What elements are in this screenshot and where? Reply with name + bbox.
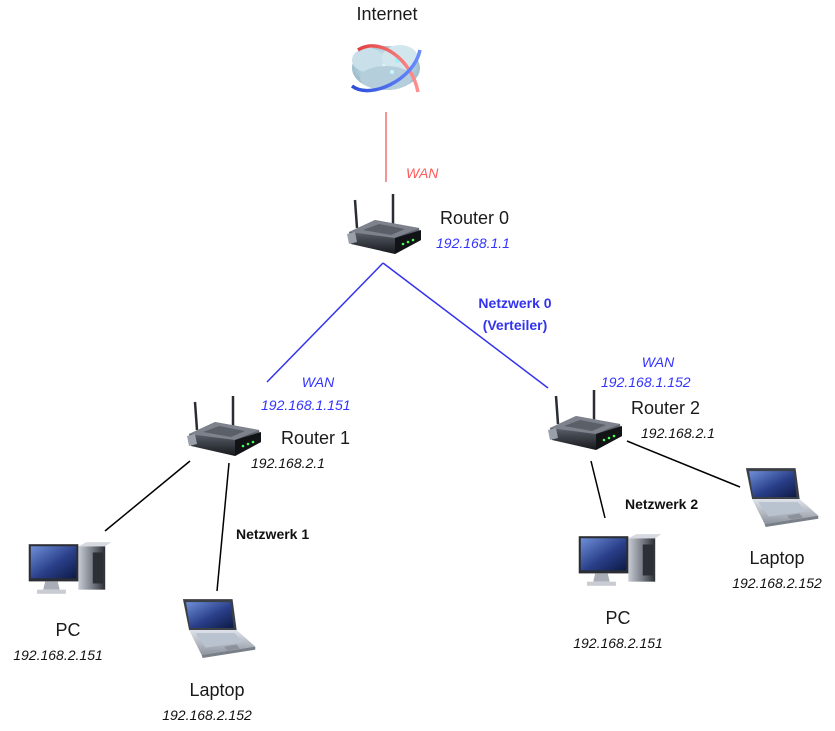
router2-lan-ip: 192.168.2.1 bbox=[641, 425, 715, 441]
net2-desktop-pc-icon[interactable] bbox=[578, 534, 662, 586]
cloud-globe-icon bbox=[350, 44, 422, 93]
net2-laptop-icon[interactable] bbox=[745, 468, 819, 527]
network2-label: Netzwerk 2 bbox=[625, 496, 699, 512]
router1-icon[interactable] bbox=[185, 396, 263, 458]
router0-wan-label: WAN bbox=[406, 165, 439, 181]
link-router0-router2 bbox=[382, 262, 549, 389]
router1-name: Router 1 bbox=[281, 428, 351, 448]
router2-icon[interactable] bbox=[546, 390, 624, 452]
router0-ip: 192.168.1.1 bbox=[436, 235, 510, 251]
network0-label-line1: Netzwerk 0 bbox=[478, 295, 552, 311]
net1-pc-name: PC bbox=[55, 620, 81, 640]
link-router2-laptop bbox=[626, 440, 741, 488]
network1-label: Netzwerk 1 bbox=[236, 526, 310, 542]
net2-pc-ip: 192.168.2.151 bbox=[573, 635, 663, 651]
internet-label: Internet bbox=[356, 4, 418, 24]
net2-pc-name: PC bbox=[605, 608, 631, 628]
router1-wan-label: WAN bbox=[301, 374, 335, 390]
router2-name: Router 2 bbox=[631, 398, 701, 418]
link-router1-pc bbox=[104, 460, 191, 532]
router2-wan-ip: 192.168.1.152 bbox=[601, 374, 691, 390]
net2-laptop-ip: 192.168.2.152 bbox=[732, 575, 822, 591]
router2-wan-label: WAN bbox=[641, 354, 675, 370]
router1-lan-ip: 192.168.2.1 bbox=[251, 455, 325, 471]
router1-wan-ip: 192.168.1.151 bbox=[261, 397, 351, 413]
network0-label-line2: (Verteiler) bbox=[482, 317, 548, 333]
link-router1-laptop bbox=[216, 462, 230, 592]
net1-pc-ip: 192.168.2.151 bbox=[13, 647, 103, 663]
router0-icon[interactable] bbox=[345, 194, 423, 256]
net1-laptop-name: Laptop bbox=[189, 680, 245, 700]
router0-name: Router 0 bbox=[440, 208, 510, 228]
network0-label: Netzwerk 0 (Verteiler) bbox=[478, 292, 551, 336]
net1-desktop-pc-icon[interactable] bbox=[28, 542, 112, 594]
net1-laptop-icon[interactable] bbox=[182, 599, 256, 658]
link-router0-router1 bbox=[266, 262, 384, 383]
net1-laptop-ip: 192.168.2.152 bbox=[162, 707, 252, 723]
net2-laptop-name: Laptop bbox=[749, 548, 805, 568]
link-router2-pc bbox=[590, 460, 606, 519]
